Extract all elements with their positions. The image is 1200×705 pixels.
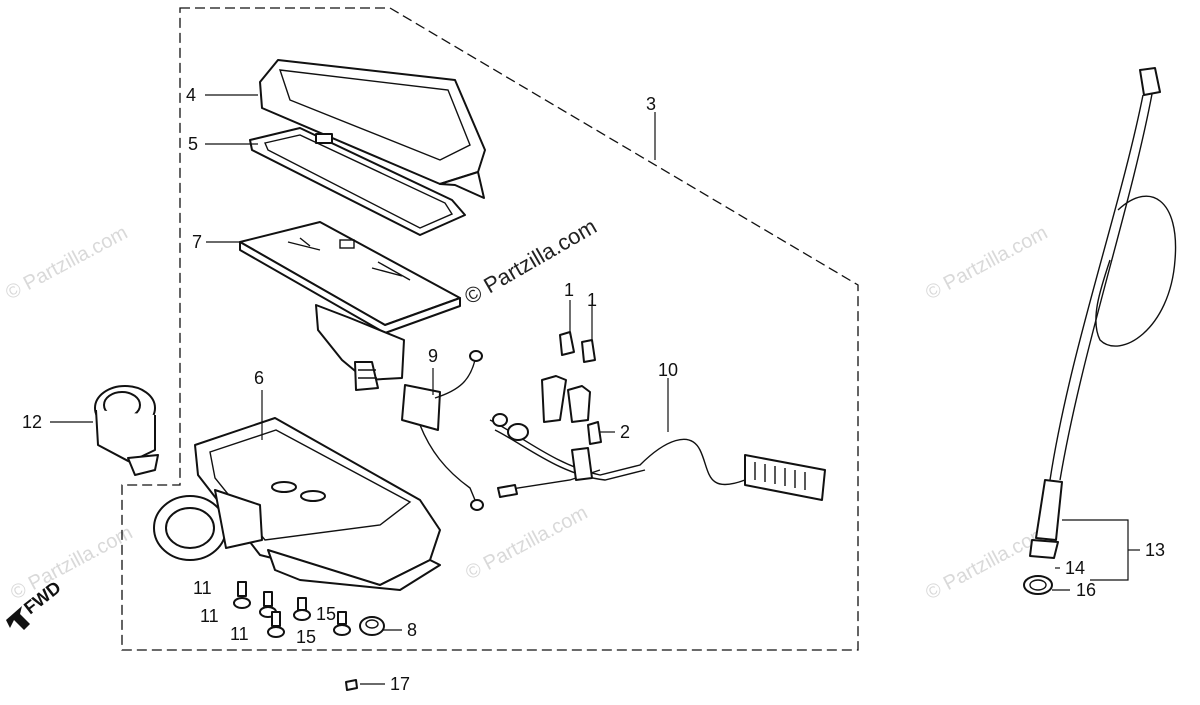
speedometer-cable-part	[1023, 67, 1177, 595]
callout-6: 6	[254, 368, 264, 388]
meter-unit-part	[239, 221, 461, 391]
fasteners	[233, 581, 385, 691]
callout-15-bottom: 15	[296, 627, 316, 647]
watermark-left: © Partzilla.com	[2, 222, 131, 305]
assembly-boundary	[121, 7, 859, 651]
callout-13: 13	[1145, 540, 1165, 560]
callout-11-top: 11	[193, 578, 212, 598]
callout-17: 17	[390, 674, 410, 694]
gasket-part	[249, 127, 466, 236]
callout-7: 7	[192, 232, 202, 252]
bulbs-part	[559, 331, 602, 445]
callout-12: 12	[22, 412, 42, 432]
callout-14: 14	[1065, 558, 1085, 578]
callout-15-top: 15	[316, 604, 336, 624]
watermark-bottom-center: © Partzilla.com	[462, 502, 591, 585]
wire-harness-part	[489, 375, 826, 501]
callout-3: 3	[646, 94, 656, 114]
callout-1-left: 1	[564, 280, 574, 300]
callout-8: 8	[407, 620, 417, 640]
watermark-right: © Partzilla.com	[922, 222, 1051, 305]
leader-lines	[50, 94, 1140, 685]
callout-16: 16	[1076, 580, 1096, 600]
meter-case-part	[153, 417, 441, 591]
callout-10: 10	[658, 360, 678, 380]
callout-9: 9	[428, 346, 438, 366]
callout-2: 2	[620, 422, 630, 442]
watermark-bottom-left: © Partzilla.com	[7, 522, 136, 605]
callout-4: 4	[186, 85, 196, 105]
callout-1-right: 1	[587, 290, 597, 310]
forward-arrow-icon	[6, 606, 30, 630]
sensor-part	[401, 350, 484, 511]
background-watermarks: © Partzilla.com © Partzilla.com © Partzi…	[2, 222, 1051, 605]
callout-5: 5	[188, 134, 198, 154]
callout-11-bottom: 11	[230, 624, 249, 644]
indicator-lamp-part	[94, 385, 159, 476]
meter-cover-part	[259, 59, 486, 199]
watermark-center: © Partzilla.com	[460, 214, 601, 310]
callout-11-middle: 11	[200, 606, 219, 626]
